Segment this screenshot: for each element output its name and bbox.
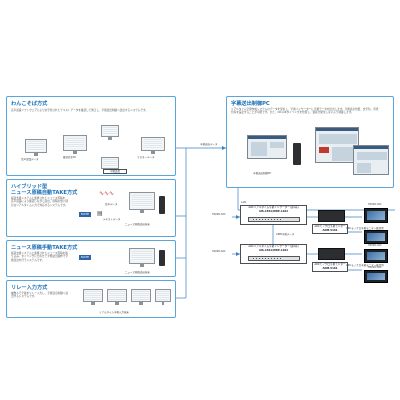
mono-monitor-1-box: ARCモノクロ字幕モニター ADM-5101 — [312, 224, 348, 234]
inserter-2-rack — [248, 256, 300, 261]
news-tower — [159, 196, 165, 214]
panel-description: 複数人で字幕をリレー入力し、字幕送出制御へ送出するシステムです。 — [11, 292, 69, 299]
mono-monitor-2-caption: ARCモノクロ字幕モニター — [314, 263, 346, 266]
control-screen-3 — [353, 145, 389, 175]
output-tv-1 — [364, 208, 388, 223]
recognition-label: 音声認識データ — [21, 158, 39, 161]
out-1-label: HD/SD-SDI — [368, 203, 382, 206]
inserter-2-box: ARCリアルタイム字幕インサーター(第2系) AIS-1501/WRP-1102 — [240, 244, 307, 264]
relay-monitor-1 — [83, 289, 103, 305]
monitor-label-1: ARCモノクロ字幕モニター確認用 — [346, 227, 384, 230]
news-monitor — [129, 192, 155, 213]
panel-description: 音声認識ソフトウェアにより文字化されたテキストデータを確認して修正し、字幕送出制… — [11, 109, 148, 112]
panel-description: 報道支援システムと連携されたニュース原稿を、音声認識により確認しながら送出。原稿… — [11, 197, 69, 207]
relay-monitor-3 — [131, 289, 151, 305]
inserter-1-caption: ARCリアルタイム字幕インサーター(第1系) — [248, 206, 299, 209]
link-label: 字幕送出データ — [200, 143, 218, 146]
sdi-in-1-label: HD/SD-SDI — [212, 213, 226, 216]
mate-badge: MATE — [79, 255, 91, 260]
panel-title-line2: ニュース原稿自動TAKE方式 — [11, 190, 78, 196]
voice-label: 音声データ — [105, 203, 118, 206]
master-monitor-b — [101, 157, 119, 172]
mono-monitor-1-name: ADM-5101 — [322, 229, 338, 232]
sdi-in-2-label: HD/SD-SDI — [212, 250, 226, 253]
waveform-icon: ∿∿∿ — [99, 190, 115, 197]
control-screen-1 — [247, 135, 287, 159]
recognition-monitor — [25, 139, 47, 156]
news-monitor — [129, 248, 155, 267]
output-tv-2 — [364, 230, 388, 244]
master-label: マスターデータ — [137, 156, 155, 159]
inserter-1-rack — [248, 217, 300, 222]
out-3-label: HD/SD-SDI — [368, 266, 382, 269]
panel-title-line1: ハイブリッド型 — [11, 184, 48, 190]
panel-title: リレー入力方式 — [11, 285, 48, 291]
inserter-1-box: ARCリアルタイム字幕インサーター(第1系) AIS-1501/WRP-1102 — [240, 205, 307, 225]
out-2-label: HD/SD-SDI — [368, 244, 382, 247]
check-monitor — [63, 135, 87, 154]
master-monitor-c — [141, 137, 165, 154]
relay-monitor-2 — [107, 289, 127, 305]
news-take-method-panel: ニュース原稿手動TAKE方式 報道支援システムと連携されたニュース原稿を取り込み… — [6, 240, 176, 277]
panel-title: 字幕送出制御PC — [231, 101, 270, 107]
inserter-1-name: AIS-1501/WRP-1102 — [258, 210, 289, 214]
mono-monitor-2-device — [318, 248, 345, 260]
inserter-2-caption: ARCリアルタイム字幕インサーター(第2系) — [248, 245, 299, 248]
mate-badge-text: MATE — [80, 255, 90, 259]
news-pc-label: ニュース原稿送出端末 — [125, 271, 150, 274]
mate-badge: MATE — [79, 212, 91, 217]
lan-label: LAN — [241, 201, 247, 204]
news-pc-label: ニュース原稿送出端末 — [125, 223, 150, 226]
mate-badge-text: MATE — [80, 212, 90, 216]
panel-description: 報道支援システムと連携されたニュース原稿を取り込み、タイミングに合わせて手動送出… — [11, 252, 69, 262]
document-icon: ▤ — [97, 210, 103, 217]
mono-monitor-1-device — [318, 210, 345, 222]
control-pc-panel: 字幕送出制御PC リアルタイム字幕作成システムのデータを受信し、字幕インサーター… — [226, 96, 394, 188]
wanko-method-panel: わんこそば方式 音声認識ソフトウェアにより文字化されたテキストデータを確認して修… — [6, 96, 176, 176]
news-tower — [159, 250, 165, 266]
mono-monitor-2-box: ARCモノクロ字幕モニター ADM-5101 — [312, 262, 348, 272]
inserter-2-name: AIS-1501/WRP-1102 — [258, 249, 289, 253]
control-tower — [293, 143, 301, 165]
relay-pc-label: リアルタイム字幕入力端末 — [99, 311, 129, 314]
panel-description: リアルタイム字幕作成システムのデータを受信し、字幕インサーターに字幕データを送出… — [231, 108, 379, 115]
panel-title: ニュース原稿手動TAKE方式 — [11, 245, 78, 251]
control-screen-2 — [315, 127, 359, 163]
mono-monitor-1-caption: ARCモノクロ字幕モニター — [314, 225, 346, 228]
monitor-label-2: ARCモノクロ字幕モニター確認用 — [346, 264, 384, 267]
hybrid-method-panel: ハイブリッド型 ニュース原稿自動TAKE方式 報道支援システムと連携されたニュー… — [6, 179, 176, 237]
panel-title: わんこそば方式 — [11, 101, 48, 107]
arib-label: ARIB字幕データ — [276, 233, 295, 236]
relay-monitor-4 — [155, 289, 171, 305]
output-box: 字幕送出 — [103, 169, 127, 174]
relay-method-panel: リレー入力方式 複数人で字幕をリレー入力し、字幕送出制御へ送出するシステムです。… — [6, 280, 176, 318]
output-label: 字幕送出 — [109, 170, 121, 173]
master-monitor-a — [101, 125, 119, 140]
text-label: テキストデータ — [103, 218, 121, 221]
control-pc-label: 字幕送出制御PC — [253, 172, 272, 175]
check-label: 確認修正PC — [63, 156, 77, 159]
output-tv-4 — [364, 270, 388, 283]
output-tv-3 — [364, 249, 388, 263]
mono-monitor-2-name: ADM-5101 — [322, 267, 338, 270]
